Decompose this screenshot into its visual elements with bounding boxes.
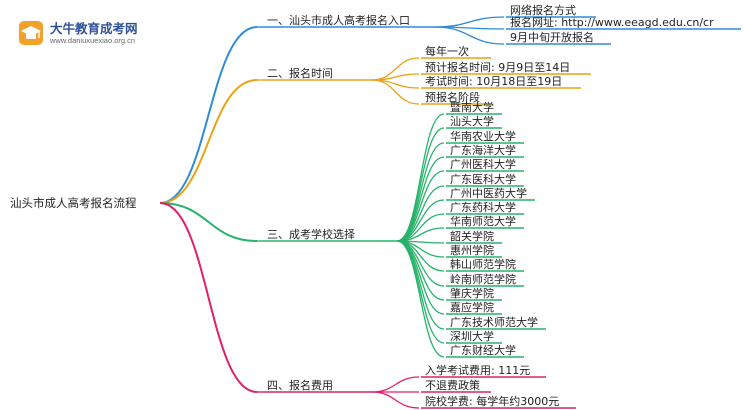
branch-node-4: 四、报名费用 bbox=[267, 378, 333, 392]
leaf-link-3-1 bbox=[396, 113, 445, 242]
brand-url: www.daniuxuexiao.org.cn bbox=[50, 36, 136, 45]
graduation-cap-icon bbox=[19, 21, 43, 45]
leaf-link-1-3 bbox=[434, 26, 505, 45]
leaf-node-3-1: 暨南大学 bbox=[450, 100, 494, 114]
leaf-node-3-11: 惠州学院 bbox=[450, 243, 494, 257]
leaf-node-4-3: 院校学费: 每学年约3000元 bbox=[425, 394, 559, 408]
leaf-node-3-5: 广州医科大学 bbox=[450, 157, 516, 171]
branch-node-2: 二、报名时间 bbox=[267, 66, 333, 80]
leaf-node-1-2: 报名网址: http://www.eeagd.edu.cn/cr bbox=[510, 15, 714, 29]
leaf-node-4-2: 不退费政策 bbox=[425, 378, 480, 392]
leaf-link-3-2 bbox=[396, 127, 445, 242]
leaf-node-2-4: 预报名阶段 bbox=[425, 90, 480, 104]
branch-link-4 bbox=[159, 202, 258, 393]
branch-link-1 bbox=[159, 26, 258, 204]
brand-name: 大牛教育成考网 bbox=[50, 22, 138, 36]
leaf-node-2-2: 预计报名时间: 9月9日至14日 bbox=[425, 60, 570, 74]
leaf-node-3-13: 岭南师范学院 bbox=[450, 272, 516, 286]
leaf-node-3-17: 深圳大学 bbox=[450, 329, 494, 343]
branch-link-2 bbox=[159, 79, 258, 204]
leaf-node-3-4: 广东海洋大学 bbox=[450, 143, 516, 157]
leaf-link-2-4 bbox=[371, 79, 420, 105]
leaf-node-3-10: 韶关学院 bbox=[450, 229, 494, 243]
leaf-link-3-3 bbox=[396, 142, 445, 242]
leaf-link-4-3 bbox=[371, 391, 420, 409]
branch-node-1: 一、汕头市成人高考报名入口 bbox=[267, 13, 410, 27]
leaf-link-4-1 bbox=[371, 376, 420, 393]
leaf-node-3-15: 嘉应学院 bbox=[450, 300, 494, 314]
leaf-node-3-12: 韩山师范学院 bbox=[450, 257, 516, 271]
leaf-node-2-3: 考试时间: 10月18日至19日 bbox=[425, 75, 562, 88]
leaf-node-3-14: 肇庆学院 bbox=[450, 286, 494, 300]
leaf-node-3-2: 汕头大学 bbox=[450, 114, 494, 128]
leaf-node-1-3: 9月中旬开放报名 bbox=[510, 30, 594, 44]
leaf-link-2-2 bbox=[371, 73, 420, 81]
brand-logo: 大牛教育成考网 www.daniuxuexiao.org.cn bbox=[18, 16, 138, 52]
leaf-link-3-15 bbox=[396, 240, 445, 315]
leaf-node-1-1: 网络报名方式 bbox=[510, 3, 576, 17]
branch-node-3: 三、成考学校选择 bbox=[267, 227, 355, 241]
leaf-node-3-18: 广东财经大学 bbox=[450, 343, 516, 357]
leaf-node-3-16: 广东技术师范大学 bbox=[450, 315, 538, 329]
leaf-node-3-8: 广东药科大学 bbox=[450, 200, 516, 214]
leaf-node-4-1: 入学考试费用: 111元 bbox=[425, 363, 530, 377]
leaf-node-2-1: 每年一次 bbox=[425, 44, 469, 58]
leaf-node-3-6: 广东医科大学 bbox=[450, 172, 516, 186]
root-node: 汕头市成人高考报名流程 bbox=[10, 196, 137, 210]
leaf-link-1-1 bbox=[434, 16, 505, 28]
leaf-node-3-3: 华南农业大学 bbox=[450, 129, 516, 143]
leaf-node-3-7: 广州中医药大学 bbox=[450, 186, 527, 200]
leaf-node-3-9: 华南师范大学 bbox=[450, 214, 516, 228]
branch-link-3 bbox=[159, 202, 258, 242]
leaf-link-3-18 bbox=[396, 240, 445, 358]
